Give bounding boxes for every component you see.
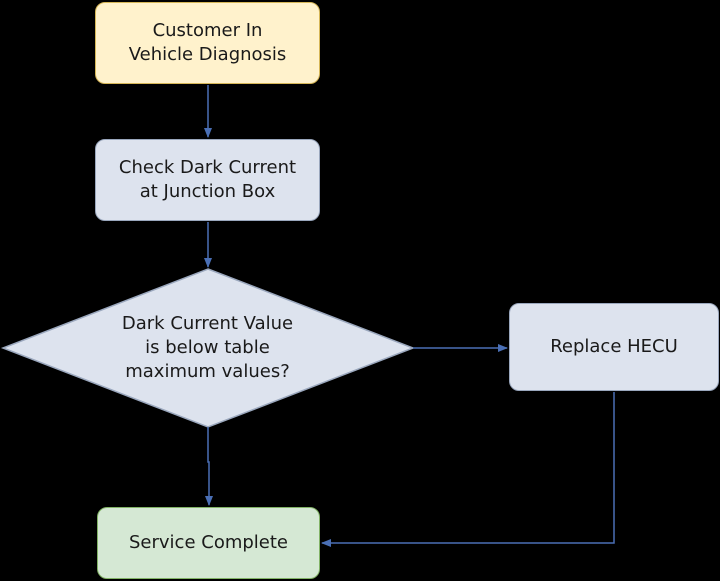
start-node[interactable]: Customer In Vehicle Diagnosis — [95, 2, 320, 84]
service-complete-node[interactable]: Service Complete — [97, 507, 320, 579]
check-dark-current-label: Check Dark Current at Junction Box — [118, 157, 297, 202]
start-node-label: Customer In Vehicle Diagnosis — [128, 20, 287, 65]
connector-replace-to-done — [321, 392, 615, 547]
connector-decision-to-done — [205, 427, 213, 506]
decision-node[interactable]: Dark Current Value is below table maximu… — [60, 300, 355, 395]
replace-hecu-label: Replace HECU — [550, 336, 678, 357]
check-dark-current-node[interactable]: Check Dark Current at Junction Box — [95, 139, 320, 221]
decision-label: Dark Current Value is below table maximu… — [121, 312, 294, 382]
service-complete-label: Service Complete — [129, 532, 288, 553]
replace-hecu-node[interactable]: Replace HECU — [509, 303, 719, 391]
